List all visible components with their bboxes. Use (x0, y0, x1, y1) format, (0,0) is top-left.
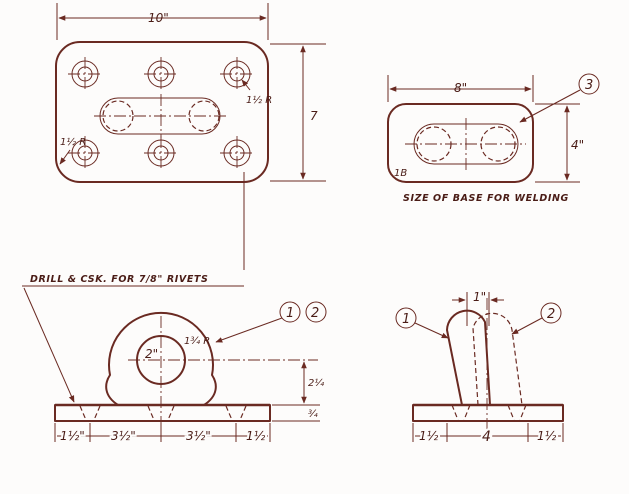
front-balloon-1 (279, 301, 301, 323)
drill-note-label: DRILL & CSK. FOR 7/8" RIVETS (30, 274, 208, 285)
side-view: 1" 1 2 1½ 4 1½ (395, 290, 564, 447)
side-dim-1: 1½ (419, 429, 439, 443)
side-dim-3: 1½ (537, 429, 557, 443)
hole-radius-label: 1½ R (246, 94, 272, 106)
welding-width-label: 8" (454, 81, 467, 95)
side-base-plate (412, 404, 564, 422)
rivet-hole (220, 57, 254, 91)
rivet-hole (144, 136, 178, 170)
welding-base-caption: SIZE OF BASE FOR WELDING (403, 193, 569, 204)
front-dim-4: 1½ (246, 429, 266, 443)
side-dim-2: 4 (482, 429, 491, 445)
welding-base-outline (387, 103, 534, 183)
eye-lug-outline (105, 311, 217, 406)
side-lug-left (446, 309, 491, 406)
rivet-hole (220, 136, 254, 170)
balloon-3 (578, 73, 600, 95)
side-lug-right (472, 312, 523, 406)
svg-text:1: 1 (286, 306, 294, 321)
top-plate-outline (55, 41, 269, 183)
hole-diameter-label: 2" (145, 347, 158, 361)
side-balloon-2 (540, 302, 562, 324)
corner-radius-label: 1½ R (60, 136, 86, 148)
svg-text:1: 1 (402, 312, 410, 327)
front-base-plate (54, 404, 271, 422)
front-balloon-2 (305, 301, 327, 323)
welding-base-view: 8" 4" 3 1B SIZE OF BASE FOR WELDING (387, 73, 600, 204)
svg-text:2: 2 (311, 306, 319, 321)
svg-text:2: 2 (547, 307, 555, 322)
svg-text:3: 3 (585, 78, 593, 93)
welding-corner-radius-label: 1B (394, 168, 407, 179)
side-top-label: 1" (473, 290, 486, 304)
front-view: 2" 1¾ R 1 2 2¼ ¾ 1½" 3½" 3½" 1½ (54, 301, 327, 445)
top-width-label: 10" (148, 11, 169, 25)
drill-note: DRILL & CSK. FOR 7/8" RIVETS (22, 172, 245, 403)
front-dim-2: 3½" (111, 429, 136, 443)
rivet-hole (144, 57, 178, 91)
top-view: 10" 7 1½ R 1½ R (55, 3, 326, 183)
welding-height-label: 4" (571, 138, 584, 152)
rivet-hole (68, 57, 102, 91)
side-balloon-1 (395, 307, 417, 329)
front-dim-3: 3½" (186, 429, 211, 443)
center-height-label: 2¼ (308, 377, 324, 389)
plate-thickness-label: ¾ (308, 409, 318, 420)
outer-radius-label: 1¾ R (184, 336, 210, 347)
top-height-label: 7 (310, 109, 318, 123)
rivet-hole (68, 136, 102, 170)
front-dim-1: 1½" (60, 429, 85, 443)
